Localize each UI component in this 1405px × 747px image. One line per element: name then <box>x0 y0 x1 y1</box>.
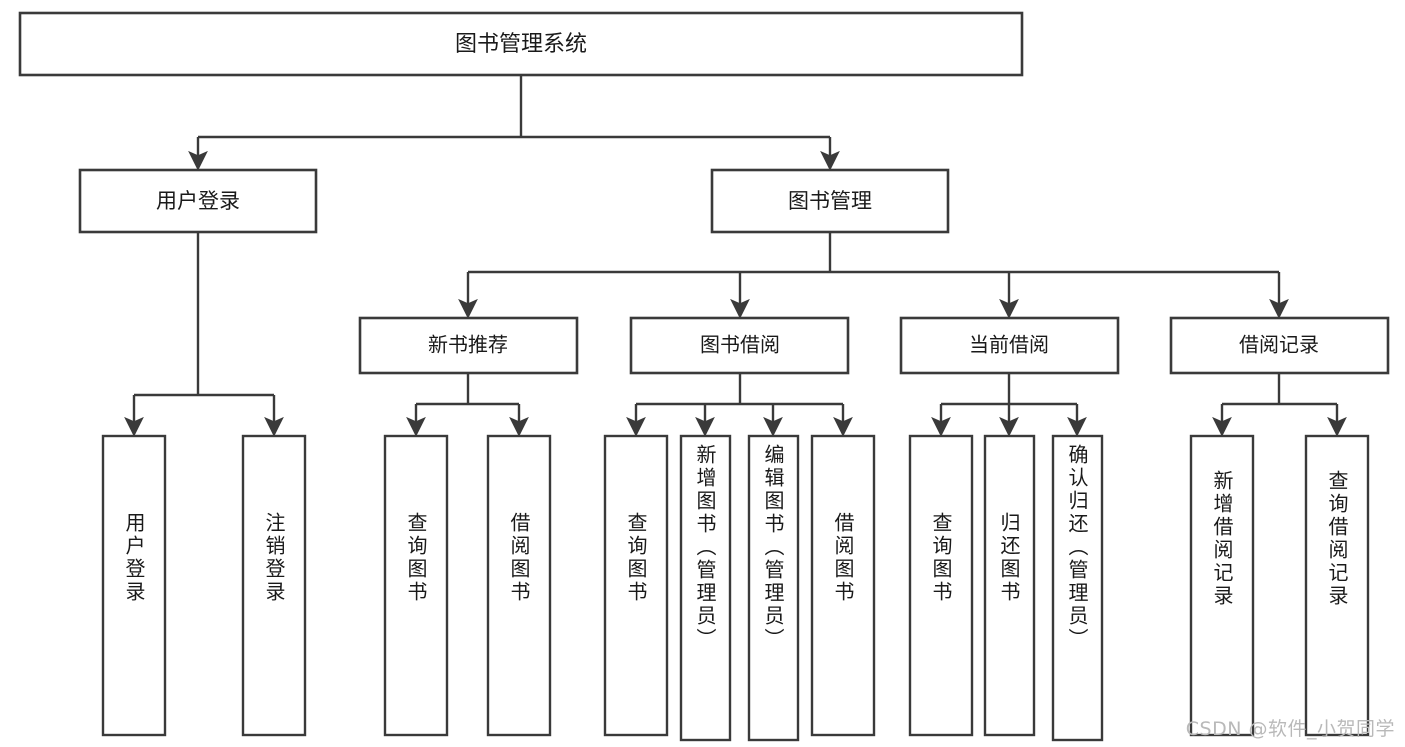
node-current-borrow-box[interactable] <box>899 316 1120 375</box>
leaf-borrow-book-2-box[interactable] <box>810 434 876 737</box>
node-user-login-box[interactable] <box>78 168 318 234</box>
node-borrow-record-box[interactable] <box>1169 316 1390 375</box>
node-new-book-rec[interactable]: 新书推荐 <box>358 316 579 375</box>
leaf-add-book-box[interactable] <box>679 434 732 742</box>
node-book-manage-box[interactable] <box>710 168 950 234</box>
node-book-borrow-box[interactable] <box>629 316 850 375</box>
leaf-user-login-box[interactable] <box>101 434 167 737</box>
connector-group <box>124 75 1347 437</box>
node-user-login[interactable]: 用户登录 <box>78 168 318 234</box>
node-user-login-label: 用户登录 <box>156 189 240 213</box>
leaf-query-record-box[interactable] <box>1304 434 1370 737</box>
leaf-query-book-3-box[interactable] <box>908 434 974 737</box>
leaf-return-book-box[interactable] <box>983 434 1036 737</box>
node-book-borrow[interactable]: 图书借阅 <box>629 316 850 375</box>
leaf-logout-login-box[interactable] <box>241 434 307 737</box>
node-book-manage[interactable]: 图书管理 <box>710 168 950 234</box>
leaf-confirm-return-box[interactable] <box>1051 434 1104 742</box>
node-current-borrow-label: 当前借阅 <box>969 333 1049 357</box>
leaf-box-group <box>101 434 1370 742</box>
node-current-borrow[interactable]: 当前借阅 <box>899 316 1120 375</box>
leaf-borrow-book-1-box[interactable] <box>486 434 552 737</box>
node-book-manage-label: 图书管理 <box>788 189 872 213</box>
node-root-label: 图书管理系统 <box>455 32 587 57</box>
leaf-query-book-2-box[interactable] <box>603 434 669 737</box>
node-new-book-rec-box[interactable] <box>358 316 579 375</box>
node-book-borrow-label: 图书借阅 <box>700 333 780 357</box>
watermark-text: CSDN @软件_小贺同学 <box>1185 718 1395 740</box>
leaf-add-record-box[interactable] <box>1189 434 1255 737</box>
leaf-query-book-1-box[interactable] <box>383 434 449 737</box>
node-borrow-record-label: 借阅记录 <box>1239 333 1319 357</box>
node-root[interactable]: 图书管理系统 <box>18 11 1024 77</box>
node-new-book-rec-label: 新书推荐 <box>428 333 508 357</box>
node-borrow-record[interactable]: 借阅记录 <box>1169 316 1390 375</box>
leaf-edit-book-box[interactable] <box>747 434 800 742</box>
node-root-box[interactable] <box>18 11 1024 77</box>
